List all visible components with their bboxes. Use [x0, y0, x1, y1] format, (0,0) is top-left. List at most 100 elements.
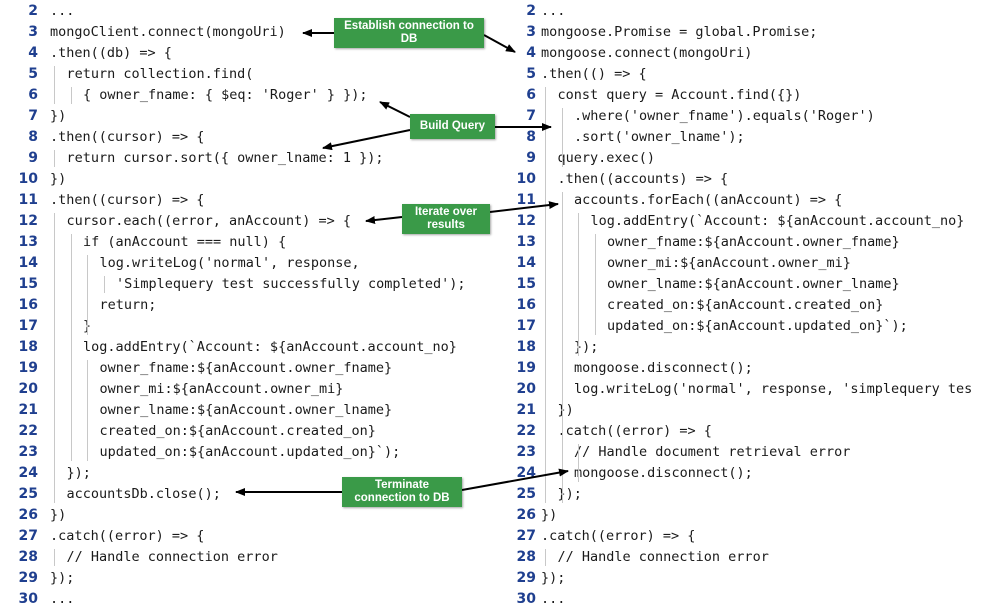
line-number: 21: [516, 402, 536, 418]
line-number: 18: [516, 339, 536, 355]
arrow-iterate-left: [365, 216, 403, 224]
indent-guide: [54, 66, 55, 104]
indent-guide: [594, 234, 596, 335]
arrow-establish-right: [483, 34, 516, 53]
line-number: 5: [28, 66, 38, 82]
code-text: log.writeLog('normal', response, 'simple…: [574, 381, 973, 397]
code-text: owner_fname:${anAccount.owner_fname}: [607, 234, 900, 250]
line-number: 14: [516, 255, 536, 271]
code-line: 22.catch((error) => {: [498, 421, 988, 442]
code-text: if (anAccount === null) {: [83, 234, 287, 250]
line-number: 27: [18, 528, 38, 544]
code-line: 10}): [0, 169, 498, 190]
code-text: owner_lname:${anAccount.owner_lname}: [99, 402, 393, 418]
code-text: .where('owner_fname').equals('Roger'): [574, 108, 875, 124]
code-text: mongoose.disconnect();: [574, 360, 753, 376]
code-line: 28// Handle connection error: [0, 547, 498, 568]
code-text: owner_mi:${anAccount.owner_mi}: [607, 255, 851, 271]
line-number: 13: [516, 234, 536, 250]
line-number: 12: [516, 213, 536, 229]
code-line: 18});: [498, 337, 988, 358]
code-text: created_on:${anAccount.created_on}: [607, 297, 884, 313]
code-text: ...: [541, 591, 566, 607]
indent-guide: [54, 150, 55, 167]
line-number: 7: [526, 108, 536, 124]
line-number: 19: [18, 360, 38, 376]
code-line: 11.then((cursor) => {: [0, 190, 498, 211]
line-number: 9: [526, 150, 536, 166]
line-number: 23: [516, 444, 536, 460]
code-line: 14 owner_mi:${anAccount.owner_mi}: [498, 253, 988, 274]
code-text: .catch((error) => {: [50, 528, 205, 544]
code-line: 27.catch((error) => {: [498, 526, 988, 547]
code-line: 29});: [0, 568, 498, 589]
callout-build-query: Build Query: [410, 114, 495, 139]
code-line: 6 { owner_fname: { $eq: 'Roger' } });: [0, 85, 498, 106]
code-line: 12 cursor.each((error, anAccount) => {: [0, 211, 498, 232]
code-text: cursor.each((error, anAccount) => {: [66, 213, 351, 229]
indent-guide: [545, 549, 546, 566]
callout-iterate-results: Iterate over results: [402, 204, 490, 234]
callout-terminate-connection: Terminate connection to DB: [342, 477, 462, 507]
code-text: return;: [99, 297, 157, 313]
indent-guide: [578, 213, 579, 356]
line-number: 25: [18, 486, 38, 502]
line-number: 6: [526, 87, 536, 103]
code-text: }): [50, 507, 67, 523]
line-number: 15: [516, 276, 536, 292]
code-text: 'Simplequery test successfully completed…: [116, 276, 466, 292]
indent-guide: [70, 87, 72, 104]
line-number: 2: [28, 3, 38, 19]
code-text: { owner_fname: { $eq: 'Roger' } });: [83, 87, 368, 103]
line-number: 11: [516, 192, 536, 208]
code-text: .then((accounts) => {: [557, 171, 729, 187]
indent-guide: [578, 444, 579, 482]
line-number: 12: [18, 213, 38, 229]
line-number: 2: [526, 3, 536, 19]
code-line: 25});: [498, 484, 988, 505]
indent-guide: [103, 276, 105, 293]
line-number: 28: [516, 549, 536, 565]
code-text: mongoClient.connect(mongoUri): [50, 24, 286, 40]
indent-guide: [561, 192, 563, 503]
line-number: 5: [526, 66, 536, 82]
code-line: 8.then((cursor) => {: [0, 127, 498, 148]
indent-guide: [87, 255, 88, 335]
arrow-terminate-right: [461, 468, 569, 491]
line-number: 6: [28, 87, 38, 103]
code-text: log.writeLog('normal', response,: [99, 255, 360, 271]
line-number: 22: [18, 423, 38, 439]
code-line: 2...: [0, 1, 498, 22]
code-line: 15'Simplequery test successfully complet…: [0, 274, 498, 295]
code-line: 8.sort('owner_lname');: [498, 127, 988, 148]
arrow-iterate-right: [489, 201, 559, 213]
code-line: 4.then((db) => {: [0, 43, 498, 64]
arrow-build-query-up: [379, 101, 411, 118]
code-line: 10.then((accounts) => {: [498, 169, 988, 190]
code-text: ...: [50, 591, 75, 607]
line-number: 23: [18, 444, 38, 460]
line-number: 26: [516, 507, 536, 523]
line-number: 19: [516, 360, 536, 376]
line-number: 28: [18, 549, 38, 565]
line-number: 20: [516, 381, 536, 397]
line-number: 16: [516, 297, 536, 313]
arrow-build-query-down: [322, 129, 411, 151]
code-text: });: [541, 570, 566, 586]
code-line: 2...: [498, 1, 988, 22]
line-number: 8: [28, 129, 38, 145]
code-text: mongoose.disconnect();: [574, 465, 753, 481]
line-number: 9: [28, 150, 38, 166]
